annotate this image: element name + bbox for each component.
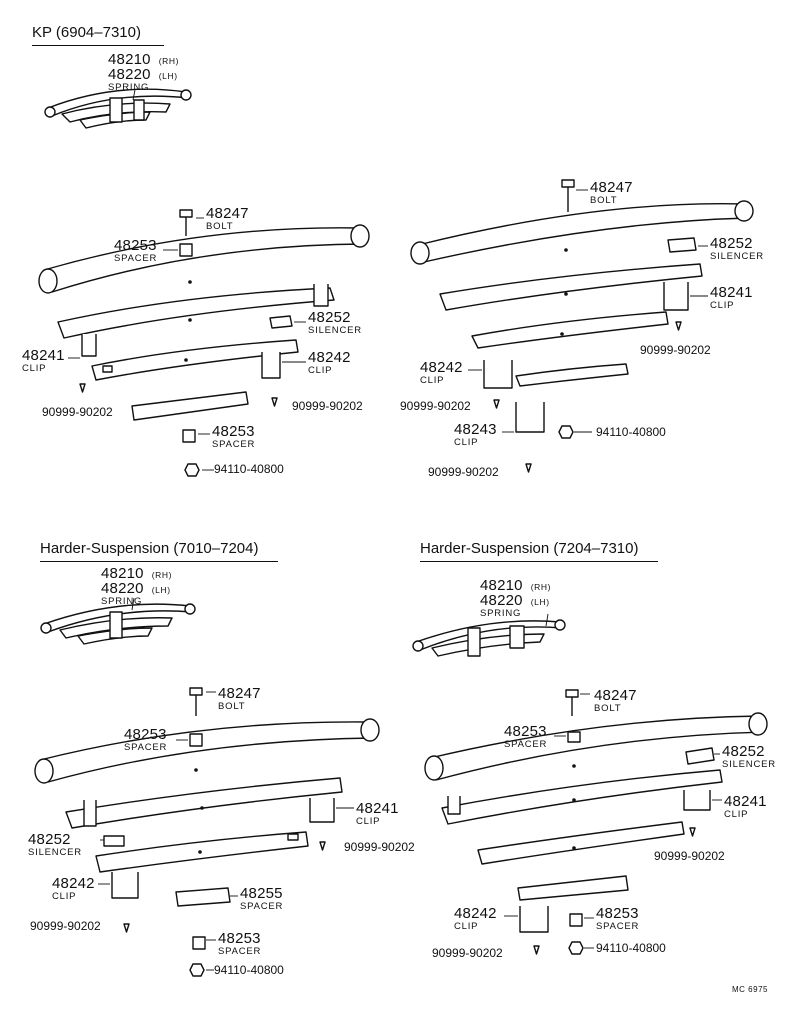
leaf-spring-hs1-exploded xyxy=(34,687,380,977)
section-rule-hs1 xyxy=(40,561,278,562)
leaf-spring-kp-exploded xyxy=(38,209,370,477)
part-label-rivet: 90999-90202 xyxy=(30,919,101,933)
leaf-spring-kp-exploded-right xyxy=(410,179,754,473)
part-label-rivet: 90999-90202 xyxy=(640,343,711,357)
part-label-rivet: 90999-90202 xyxy=(400,399,471,413)
spring-assembly-icon-hs1 xyxy=(40,597,196,645)
section-title-harder-suspension-1: Harder-Suspension (7010–7204) xyxy=(40,540,259,557)
spring-assembly-icon-hs2 xyxy=(412,613,566,657)
section-title-kp: KP (6904–7310) xyxy=(32,24,141,41)
part-label-rivet: 90999-90202 xyxy=(292,399,363,413)
section-rule-kp xyxy=(32,45,164,46)
diagram-code: MC 6975 xyxy=(732,985,768,994)
leaf-spring-hs2-exploded xyxy=(424,689,768,955)
part-label-nut: 94110-40800 xyxy=(214,963,284,977)
part-label-rivet: 90999-90202 xyxy=(428,465,499,479)
part-label-rivet: 90999-90202 xyxy=(42,405,113,419)
part-label-rivet: 90999-90202 xyxy=(432,946,503,960)
section-rule-hs2 xyxy=(420,561,658,562)
part-label-rivet: 90999-90202 xyxy=(344,840,415,854)
spring-assembly-icon-kp xyxy=(44,88,192,129)
spring-label-kp: 48210(RH) 48220(LH) SPRING xyxy=(108,51,180,93)
part-label-nut: 94110-40800 xyxy=(596,425,666,439)
part-label-nut: 94110-40800 xyxy=(214,462,284,476)
section-title-harder-suspension-2: Harder-Suspension (7204–7310) xyxy=(420,540,639,557)
spring-label-hs1: 48210(RH) 48220(LH) SPRING xyxy=(101,565,173,607)
spring-label-hs2: 48210(RH) 48220(LH) SPRING xyxy=(480,577,552,619)
leader-lines xyxy=(68,189,722,971)
part-label-nut: 94110-40800 xyxy=(596,941,666,955)
part-label-rivet: 90999-90202 xyxy=(654,849,725,863)
